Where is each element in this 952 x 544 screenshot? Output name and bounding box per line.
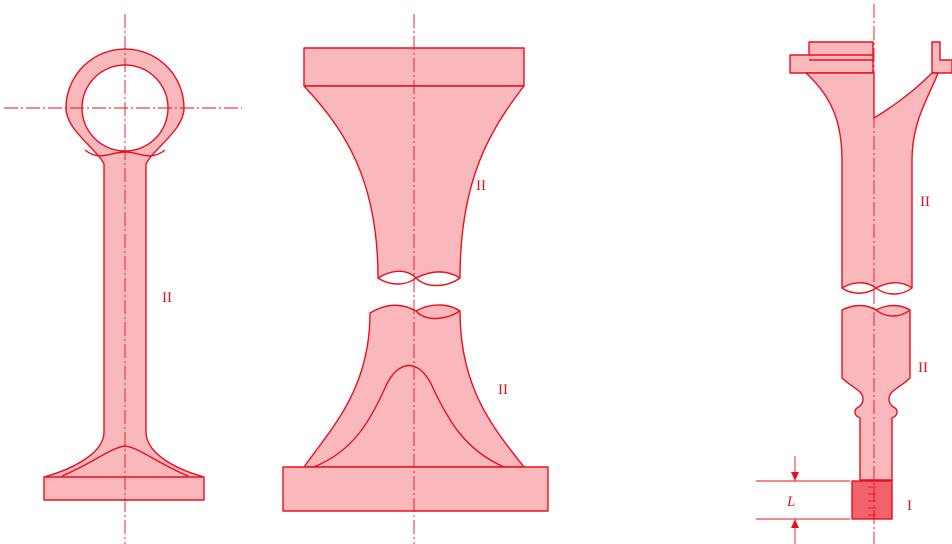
flared-column-part: II II xyxy=(282,14,549,544)
lower-stem-body xyxy=(841,304,911,481)
dim-arrow-down xyxy=(791,472,799,481)
tip-thread-lines xyxy=(868,486,876,516)
upper-stem-break-2 xyxy=(875,287,913,295)
lower-flare-zone-label: II xyxy=(498,382,508,398)
lower-break-curve xyxy=(415,310,461,320)
valve-rod-part: II II I L xyxy=(756,4,952,544)
lower-stem-break xyxy=(875,309,911,317)
tip-zone-label: I xyxy=(907,498,912,514)
dim-arrow-up xyxy=(791,519,799,528)
head-flange-right xyxy=(931,41,952,74)
dimension-length-label: L xyxy=(786,494,795,510)
ring-stem-zone-label: II xyxy=(162,290,172,306)
upper-stem-body xyxy=(805,72,939,289)
head-flange-left xyxy=(789,41,874,74)
base-plate xyxy=(282,466,549,512)
ring-stem-part: II xyxy=(4,14,242,544)
upper-flare-zone-label: II xyxy=(476,178,486,194)
lower-stem-zone-label: II xyxy=(918,360,928,376)
upper-break-upper xyxy=(377,277,417,285)
upper-break-lower xyxy=(415,277,461,287)
lower-weld-boundary xyxy=(313,364,505,468)
upper-stem-zone-label: II xyxy=(920,194,930,210)
upper-stem-break-1 xyxy=(841,287,877,294)
lower-flare-body xyxy=(303,304,525,468)
